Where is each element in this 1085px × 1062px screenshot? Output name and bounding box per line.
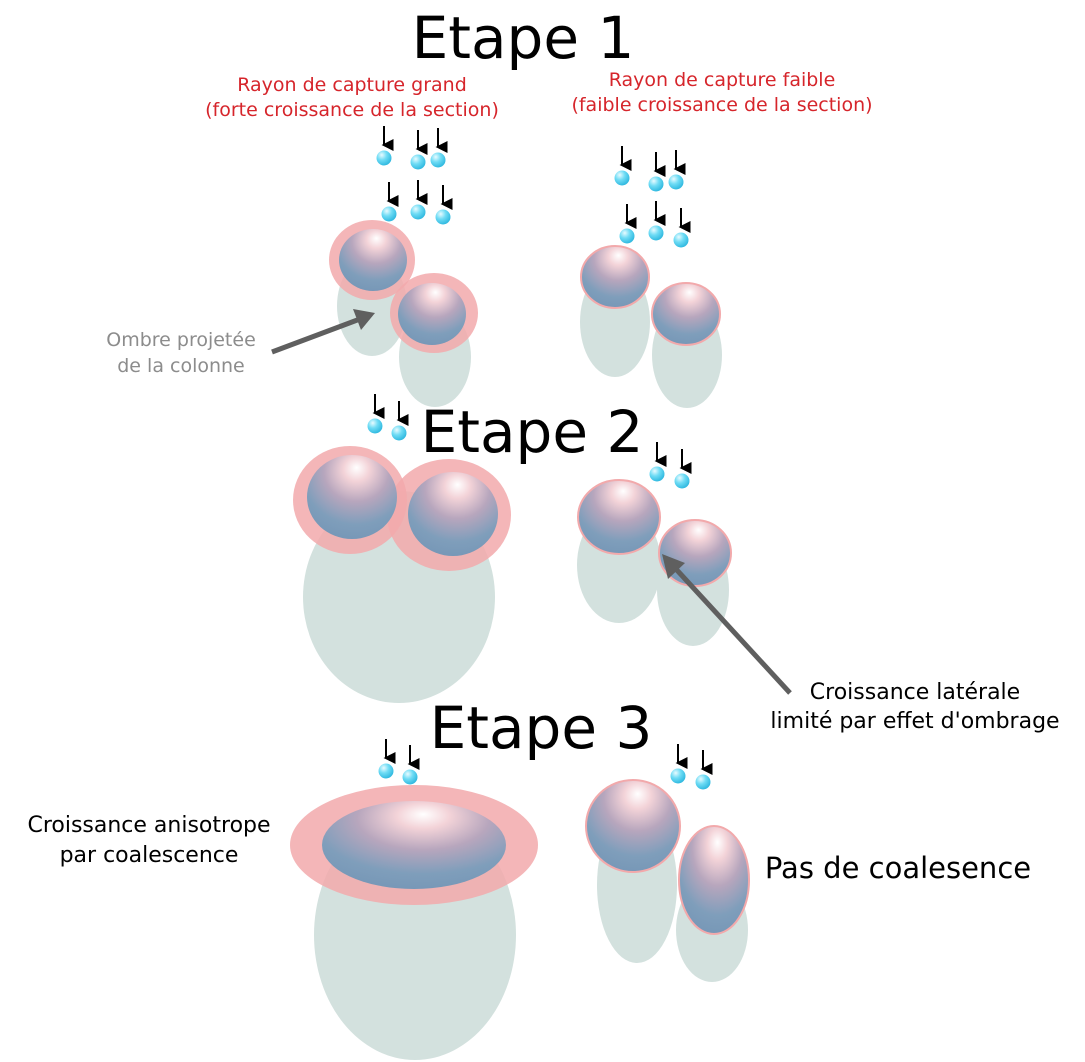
sphere-particle-icon <box>368 419 383 434</box>
coalesced-island <box>322 801 506 889</box>
aniso-label-line1: Croissance anisotrope <box>27 813 270 838</box>
sphere-particle-icon <box>620 229 635 244</box>
island <box>339 229 407 291</box>
anisotropic-label: Croissance anisotrope par coalescence <box>27 813 270 868</box>
sphere-particle-icon <box>696 775 711 790</box>
sphere-particle-icon <box>403 770 418 785</box>
no-coalescence-label: Pas de coalesence <box>765 851 1031 885</box>
capture-small-label: Rayon de capture faible (faible croissan… <box>571 69 872 116</box>
sphere-particle-icon <box>650 467 665 482</box>
island <box>652 283 720 345</box>
sphere-particle-icon <box>671 769 686 784</box>
lateral-label-line2: limité par effet d'ombrage <box>770 709 1059 734</box>
island <box>586 780 680 872</box>
lateral-label-line1: Croissance latérale <box>810 680 1020 705</box>
sphere-particle-icon <box>615 171 630 186</box>
step3-left-group <box>290 785 538 1060</box>
sphere-particle-icon <box>675 474 690 489</box>
step-3-title: Etape 3 <box>430 694 653 762</box>
aniso-label-line2: par coalescence <box>60 843 239 868</box>
step2-left-group <box>293 446 511 703</box>
shadow-label: Ombre projetée de la colonne <box>106 329 256 377</box>
step3-right-group <box>586 780 749 982</box>
sphere-particle-icon <box>377 151 392 166</box>
capture-large-line1: Rayon de capture grand <box>237 74 467 96</box>
capture-large-line2: (forte croissance de la section) <box>205 99 499 121</box>
step1-right-group <box>580 246 722 408</box>
lateral-growth-label: Croissance latérale limité par effet d'o… <box>770 680 1059 734</box>
sphere-particle-icon <box>436 210 451 225</box>
capture-small-line1: Rayon de capture faible <box>609 69 836 91</box>
step-2-title: Etape 2 <box>421 398 644 466</box>
island <box>408 472 498 556</box>
island <box>578 480 660 554</box>
island <box>581 246 649 308</box>
sphere-particle-icon <box>649 226 664 241</box>
step1-left-group <box>329 220 478 407</box>
capture-small-line2: (faible croissance de la section) <box>571 94 872 116</box>
sphere-particle-icon <box>649 177 664 192</box>
sphere-particle-icon <box>431 153 446 168</box>
sphere-particle-icon <box>411 155 426 170</box>
sphere-particle-icon <box>392 426 407 441</box>
island <box>398 283 466 345</box>
sphere-particle-icon <box>674 233 689 248</box>
sphere-particle-icon <box>382 207 397 222</box>
sphere-particle-icon <box>669 175 684 190</box>
island <box>679 826 749 934</box>
step-1-title: Etape 1 <box>412 4 635 72</box>
shadow-label-line1: Ombre projetée <box>106 329 256 351</box>
island <box>307 455 397 539</box>
sphere-particle-icon <box>379 764 394 779</box>
capture-large-label: Rayon de capture grand (forte croissance… <box>205 74 499 121</box>
step2-right-group <box>577 480 731 646</box>
sphere-particle-icon <box>411 205 426 220</box>
shadow-label-line2: de la colonne <box>117 355 245 377</box>
